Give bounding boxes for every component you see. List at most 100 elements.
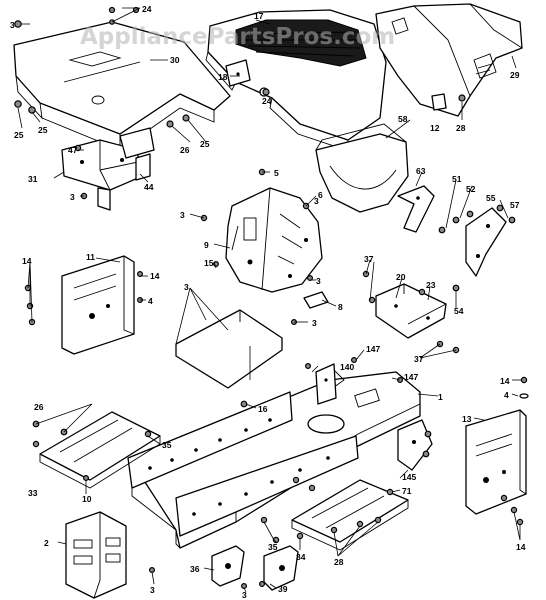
frame-left-rail[interactable] (127, 391, 293, 489)
nut[interactable] (330, 526, 338, 534)
heat-shield[interactable] (315, 123, 409, 213)
nut[interactable] (368, 296, 376, 304)
bolt[interactable] (240, 400, 248, 408)
nut[interactable] (386, 488, 394, 496)
callout: 35 (268, 542, 278, 552)
nut[interactable] (356, 520, 364, 528)
nut[interactable] (32, 440, 40, 448)
washer[interactable] (519, 393, 529, 399)
bolt[interactable] (259, 580, 266, 587)
callout: 51 (452, 174, 462, 184)
nut[interactable] (272, 536, 280, 544)
left-footrest[interactable] (39, 411, 161, 489)
callout: 24 (262, 96, 272, 106)
bolt[interactable] (305, 363, 312, 370)
right-footrest[interactable] (291, 479, 409, 551)
lift-bracket[interactable] (465, 207, 507, 277)
callout: 63 (416, 166, 426, 176)
callout: 26 (34, 402, 44, 412)
callout: 37 (414, 354, 424, 364)
nut[interactable] (510, 506, 518, 514)
callout: 58 (398, 114, 408, 124)
callout: 3 (180, 210, 185, 220)
rear-hitch-bracket[interactable] (315, 363, 337, 405)
callout: 1 (438, 392, 443, 402)
callout: 3 (316, 276, 321, 286)
fender-support-bracket[interactable] (375, 283, 447, 339)
nut[interactable] (260, 516, 268, 524)
nut[interactable] (508, 216, 516, 224)
nut[interactable] (424, 430, 432, 438)
nut[interactable] (296, 532, 304, 540)
nut[interactable] (28, 106, 36, 114)
callout: 3 (70, 192, 75, 202)
nut[interactable] (458, 94, 466, 102)
callout: 29 (510, 70, 520, 80)
callout: 6 (318, 190, 323, 200)
nut[interactable] (292, 476, 300, 484)
nut[interactable] (14, 100, 22, 108)
callout: 25 (14, 130, 24, 140)
bolt[interactable] (14, 20, 30, 28)
nut[interactable] (452, 284, 460, 292)
bolt[interactable] (520, 376, 528, 384)
nut[interactable] (82, 475, 89, 482)
callout: 11 (86, 252, 95, 262)
callout: 8 (338, 302, 343, 312)
hood-clip[interactable] (431, 93, 447, 111)
nut[interactable] (496, 204, 504, 212)
floor-plate[interactable] (175, 309, 283, 389)
callout: 39 (278, 584, 288, 594)
hood-upper-panel[interactable] (13, 21, 231, 151)
nut[interactable] (516, 518, 524, 526)
callout: 23 (426, 280, 436, 290)
nut[interactable] (438, 226, 446, 234)
watermark: AppliancePartsPros.com (80, 24, 395, 50)
axle-bracket[interactable] (397, 419, 433, 471)
nut[interactable] (74, 144, 82, 152)
left-side-panel[interactable] (61, 255, 135, 355)
bolt[interactable] (241, 582, 248, 589)
nut[interactable] (166, 120, 174, 128)
nut[interactable] (262, 88, 270, 96)
callout: 10 (82, 494, 92, 504)
callout: 52 (466, 184, 476, 194)
leader-lines (17, 7, 522, 593)
nut[interactable] (452, 216, 460, 224)
pedal-bracket[interactable] (397, 185, 435, 233)
nut[interactable] (500, 494, 508, 502)
callout: 35 (162, 440, 172, 450)
callout: 3 (242, 590, 247, 600)
callout: 36 (190, 564, 200, 574)
nut[interactable] (418, 288, 426, 296)
bolt[interactable] (108, 6, 116, 14)
front-grille-assembly[interactable] (375, 3, 523, 117)
callout: 9 (204, 240, 209, 250)
front-axle-bracket-left[interactable] (211, 545, 245, 587)
hood-assembly[interactable] (205, 9, 387, 151)
callout: 17 (254, 11, 264, 21)
callout: 44 (144, 182, 154, 192)
callout: 3 (312, 318, 317, 328)
callout: 33 (28, 488, 38, 498)
frame-right-rail[interactable] (175, 435, 359, 537)
callout: 145 (402, 472, 416, 482)
front-plate[interactable] (65, 511, 127, 599)
right-side-panel[interactable] (465, 409, 527, 515)
callout: 14 (22, 256, 32, 266)
callout: 14 (500, 376, 510, 386)
nut[interactable] (422, 450, 430, 458)
nut[interactable] (308, 484, 316, 492)
bolt[interactable] (149, 566, 156, 573)
callout: 55 (486, 193, 496, 203)
nut[interactable] (144, 430, 152, 438)
dash-panel[interactable] (225, 187, 323, 293)
nut[interactable] (466, 210, 474, 218)
nut[interactable] (182, 114, 190, 122)
callout: 140 (340, 362, 354, 372)
callout: 57 (510, 200, 520, 210)
bracket-clip[interactable] (303, 291, 329, 309)
callout: 5 (274, 168, 279, 178)
nut[interactable] (374, 516, 382, 524)
hinge-plate[interactable] (119, 127, 155, 181)
